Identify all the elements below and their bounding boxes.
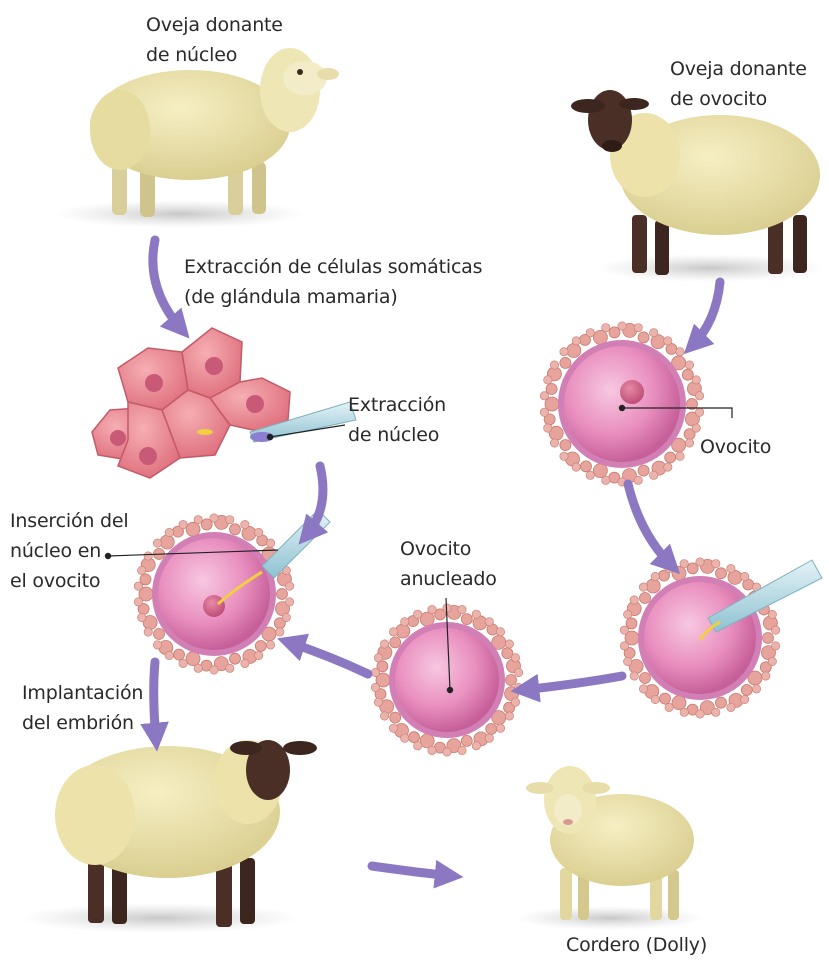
label-oocyte: Ovocito	[700, 432, 771, 462]
label-enucleated: Ovocito anucleado	[400, 534, 497, 594]
label-donor-nucleus: Oveja donante de núcleo	[146, 10, 283, 70]
label-implantation: Implantación del embrión	[22, 678, 143, 738]
sheep-oocyte-donor	[571, 90, 825, 282]
lamb-dolly	[515, 766, 705, 930]
arrow-oocyte-to-enucleation	[628, 484, 672, 566]
label-somatic-extraction: Extracción de células somáticas (de glán…	[184, 252, 482, 312]
sheep-nucleus-donor	[55, 48, 339, 228]
oocyte-intact	[540, 322, 704, 486]
cytoplasm	[564, 346, 680, 462]
cytoplasm	[158, 538, 270, 650]
cytoplasm	[395, 628, 499, 732]
arrow-enucleation-to-anucleated	[522, 676, 622, 690]
sheep-surrogate	[20, 740, 317, 933]
oocyte-reconstructed	[134, 514, 294, 674]
label-donor-oocyte: Oveja donante de ovocito	[670, 54, 807, 114]
arrow-sheep1-to-cells	[153, 240, 182, 330]
label-insertion: Inserción del núcleo en el ovocito	[10, 506, 129, 596]
arrow-sheep2-to-oocyte	[692, 282, 720, 346]
arrow-anucleated-to-reconstructed	[288, 642, 368, 674]
arrow-surrogate-to-lamb	[372, 866, 452, 876]
label-nucleus-extraction: Extracción de núcleo	[348, 390, 446, 450]
label-lamb: Cordero (Dolly)	[566, 930, 707, 960]
nucleus	[203, 595, 225, 617]
nucleus	[620, 380, 644, 404]
arrow-reconstructed-to-surrogate	[154, 662, 156, 740]
somatic-cells	[92, 328, 290, 478]
